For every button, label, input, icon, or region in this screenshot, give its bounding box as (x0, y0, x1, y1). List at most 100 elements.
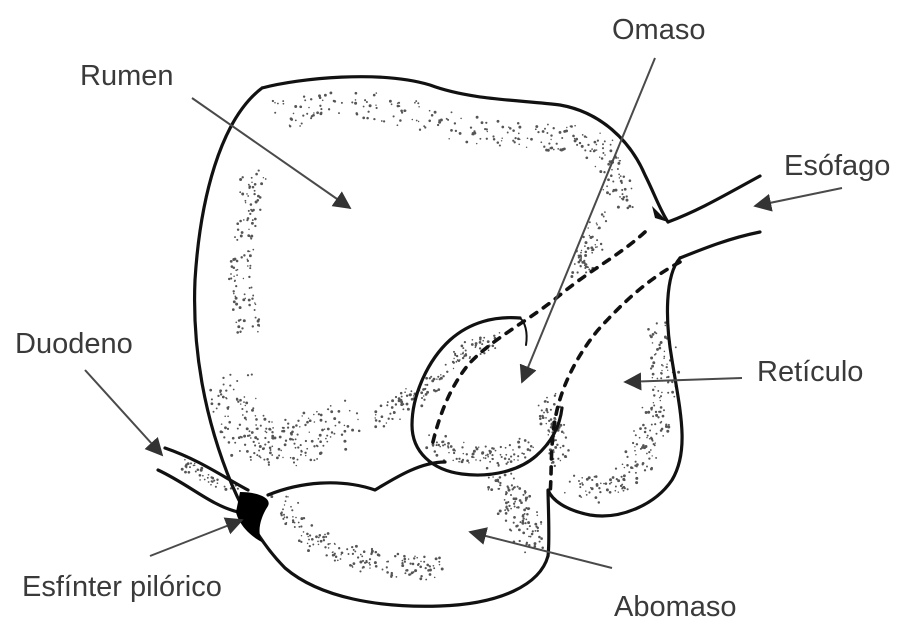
stipple-dot (501, 140, 502, 141)
stipple-dot (375, 551, 378, 554)
stipple-dot (666, 363, 667, 364)
stipple-dot (508, 505, 510, 507)
stipple-dot (632, 442, 634, 444)
stipple-dot (639, 437, 641, 439)
stipple-dot (571, 271, 574, 274)
stipple-dot (612, 139, 614, 141)
stipple-dot (634, 446, 635, 447)
stipple-dot (471, 343, 474, 346)
stipple-dot (605, 220, 607, 222)
stipple-dot (307, 543, 309, 545)
stipple-dot (576, 144, 578, 146)
stipple-dot (423, 561, 425, 563)
stipple-dot (507, 132, 509, 134)
stipple-dot (553, 403, 556, 406)
stipple-dot (494, 347, 496, 349)
stipple-dot (623, 486, 626, 489)
stipple-dot (326, 441, 328, 443)
stipple-dot (424, 384, 426, 386)
stipple-dot (652, 440, 654, 442)
stipple-dot (479, 341, 482, 344)
stipple-dot (553, 451, 555, 453)
stipple-dot (293, 443, 295, 445)
stipple-dot (590, 246, 593, 249)
stipple-dot (475, 344, 477, 346)
stipple-dot (265, 178, 267, 180)
stipple-dot (599, 156, 600, 157)
stipple-dot (414, 555, 416, 557)
stipple-dot (248, 299, 251, 302)
stipple-dot (324, 534, 326, 536)
stipple-dot (224, 486, 226, 488)
stipple-dot (272, 437, 275, 440)
esophageal-groove-upper (432, 232, 645, 446)
stipple-dot (330, 410, 333, 413)
stipple-dot (330, 436, 332, 438)
stipple-dot (654, 386, 655, 387)
stipple-dot (285, 500, 287, 502)
stipple-dot (607, 163, 610, 166)
stipple-dot (236, 274, 238, 276)
stipple-dot (554, 446, 557, 449)
stipple-dot (333, 417, 336, 420)
stipple-dot (601, 249, 603, 251)
stipple-dot (253, 452, 255, 454)
stipple-dot (327, 428, 330, 431)
stipple-dot (292, 439, 294, 441)
stipple-dot (285, 496, 287, 498)
stipple-dot (544, 400, 546, 402)
stipple-dot (612, 180, 614, 182)
stipple-dot (255, 424, 257, 426)
stipple-dot (290, 118, 293, 121)
stipple-dot (284, 522, 287, 525)
stipple-dot (499, 476, 502, 479)
stipple-dot (374, 417, 375, 418)
stipple-dot (217, 395, 219, 397)
stipple-dot (654, 331, 656, 333)
stipple-dot (291, 509, 293, 511)
stipple-dot (438, 557, 441, 560)
stipple-dot (619, 177, 621, 179)
stipple-dot (548, 434, 550, 436)
stipple-dot (529, 525, 531, 527)
stipple-dot (504, 509, 505, 510)
stipple-dot (283, 514, 285, 516)
stipple-dot (569, 481, 571, 483)
stipple-dot (340, 558, 342, 560)
stipple-dot (439, 564, 441, 566)
stipple-dot (334, 100, 337, 103)
stipple-dot (236, 398, 239, 401)
stipple-dot (230, 273, 232, 275)
stipple-dot (310, 117, 312, 119)
stipple-dot (454, 353, 456, 355)
stipple-dot (295, 447, 297, 449)
stipple-dot (188, 471, 191, 474)
stipple-dot (661, 392, 663, 394)
stipple-dot (376, 107, 378, 109)
stipple-dot (303, 96, 305, 98)
stipple-dot (391, 406, 394, 409)
stipple-dot (657, 416, 659, 418)
stipple-dot (386, 404, 388, 406)
arrow-duodeno (85, 370, 162, 455)
stipple-dot (359, 570, 361, 572)
stipple-dot (584, 264, 586, 266)
stipple-dot (306, 533, 309, 536)
stipple-dot (440, 377, 443, 380)
stipple-dot (255, 173, 258, 176)
stipple-dot (627, 207, 630, 210)
stipple-dot (482, 340, 484, 342)
stipple-dot (428, 434, 430, 436)
stipple-dot (483, 337, 485, 339)
stipple-dot (591, 252, 593, 254)
stipple-dot (420, 575, 422, 577)
stipple-dot (282, 508, 284, 510)
stipple-dot (465, 353, 467, 355)
stipple-dot (579, 142, 581, 144)
stipple-dot (351, 546, 353, 548)
stipple-dot (363, 106, 365, 108)
stipple-dot (663, 357, 665, 359)
stipple-dot (491, 454, 493, 456)
stipple-dot (513, 497, 516, 500)
stipple-dot (318, 544, 320, 546)
